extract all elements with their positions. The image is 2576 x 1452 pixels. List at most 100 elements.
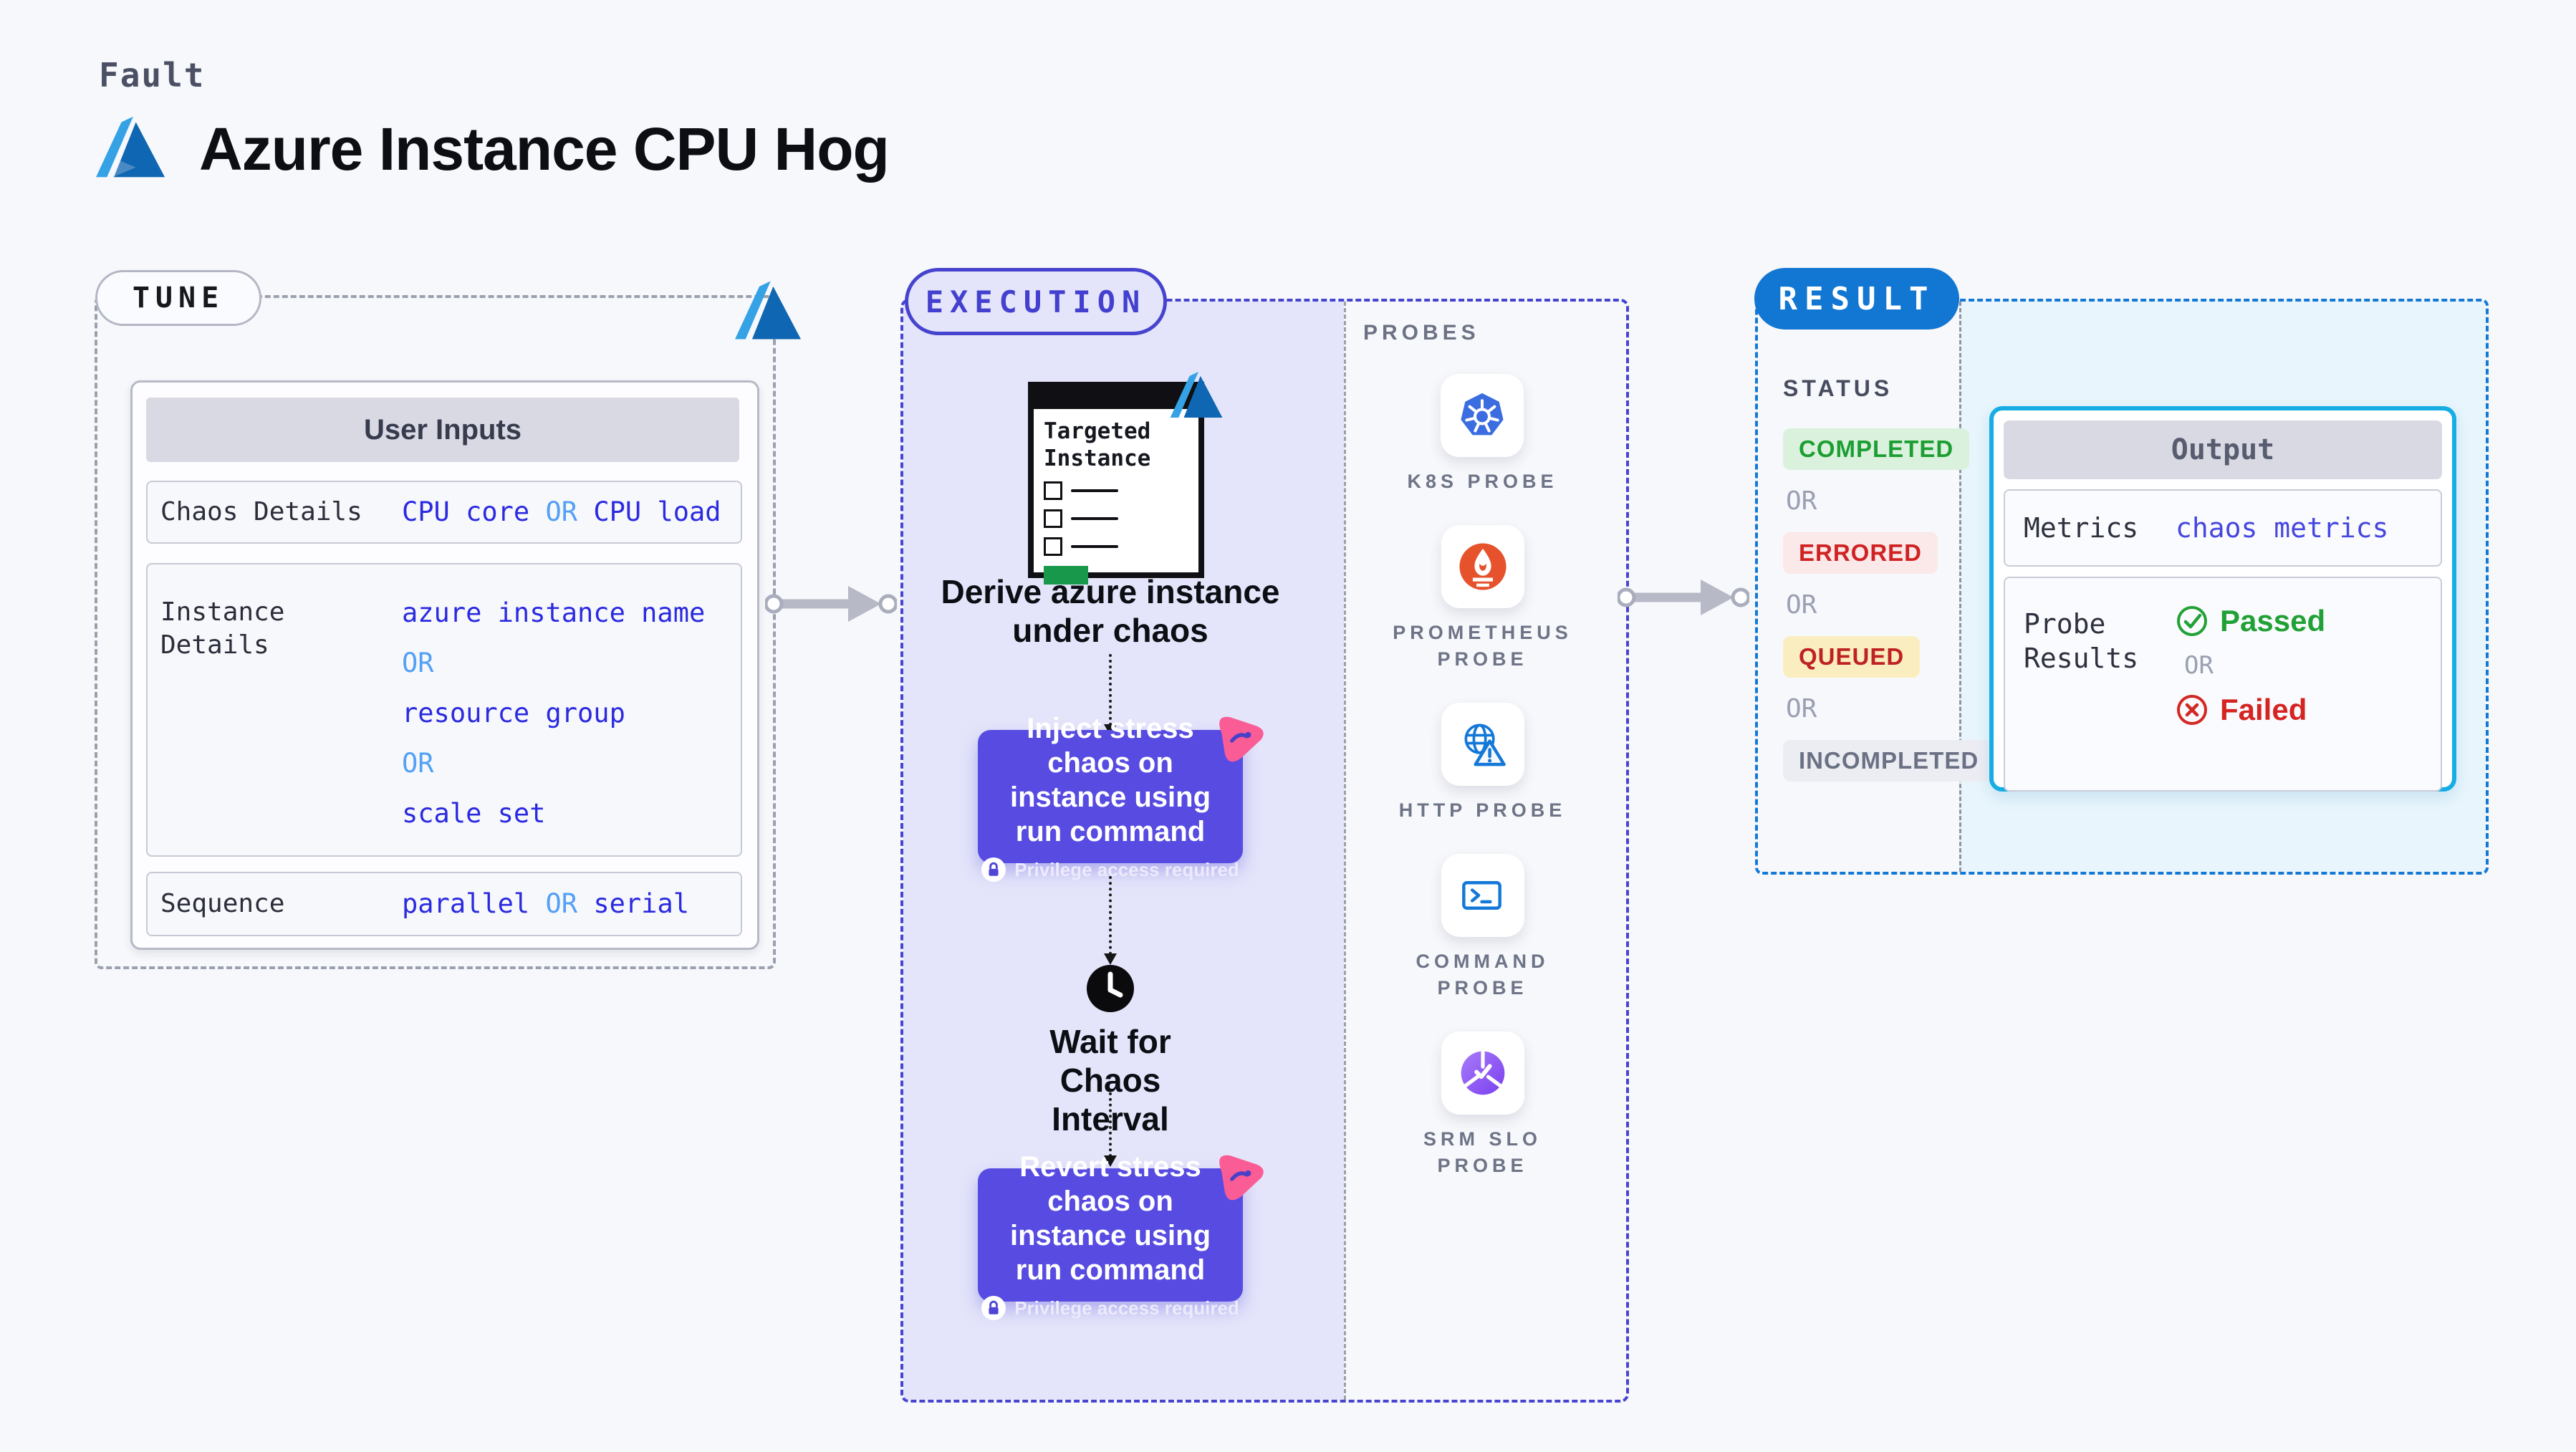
probes-title: PROBES — [1363, 321, 1480, 345]
failed-text: Failed — [2220, 693, 2307, 726]
sequence-row: Sequence parallel OR serial — [146, 872, 742, 936]
prometheus-icon — [1441, 525, 1524, 608]
probe-label: COMMAND PROBE — [1416, 951, 1549, 999]
probe-label: K8S PROBE — [1407, 471, 1558, 492]
passed-line: Passed — [2176, 604, 2325, 638]
probe-results-label: Probe Results — [2024, 608, 2139, 674]
metrics-value: chaos metrics — [2176, 512, 2389, 544]
targeted-instance-title: Targeted Instance — [1044, 418, 1151, 471]
output-card: Output Metrics chaos metrics Probe Resul… — [1989, 406, 2456, 792]
sequence-value-parallel: parallel — [402, 888, 530, 919]
probes-list: K8S PROBE PROMETHEUS PROBE — [1342, 374, 1623, 1179]
window-list-row — [1044, 481, 1188, 500]
status-column: STATUS COMPLETED OR ERRORED OR QUEUED OR… — [1783, 375, 1995, 782]
user-inputs-title: User Inputs — [146, 398, 739, 462]
litmus-chaos-sticker — [1210, 707, 1269, 766]
privilege-row: Privilege access required — [981, 857, 1239, 882]
probe-item-k8s: K8S PROBE — [1407, 374, 1557, 495]
window-title-bar — [1034, 388, 1198, 409]
clock-icon — [1085, 963, 1135, 1017]
probe-item-srm-slo: SRM SLO PROBE — [1375, 1032, 1590, 1179]
instance-or-1: OR — [402, 648, 434, 678]
probe-label: HTTP PROBE — [1398, 799, 1567, 821]
instance-value-scale-set: scale set — [402, 798, 546, 829]
x-circle-icon — [2177, 695, 2207, 725]
status-or: OR — [1786, 694, 1817, 723]
status-badge-errored: ERRORED — [1783, 532, 1938, 574]
status-badge-completed: COMPLETED — [1783, 428, 1970, 470]
sequence-value-serial: serial — [593, 888, 689, 919]
status-output-divider — [1959, 302, 1961, 872]
tune-to-execution-arrow — [764, 582, 898, 629]
progress-bar — [1044, 566, 1088, 585]
status-badge-queued: QUEUED — [1783, 636, 1921, 678]
litmus-chaos-sticker — [1210, 1145, 1269, 1204]
chaos-value-cpu-core: CPU core — [402, 496, 530, 527]
terminal-icon — [1441, 854, 1524, 937]
status-or: OR — [1786, 590, 1817, 620]
probe-item-prometheus: PROMETHEUS PROBE — [1375, 525, 1590, 673]
probe-item-command: COMMAND PROBE — [1375, 854, 1590, 1001]
check-circle-icon — [2177, 606, 2207, 636]
revert-chaos-text: Revert stress chaos on instance using ru… — [1009, 1151, 1211, 1286]
chaos-details-row: Chaos Details CPU core OR CPU load — [146, 481, 742, 544]
instance-value-name: azure instance name — [402, 597, 706, 628]
metrics-row: Metrics chaos metrics — [2004, 489, 2442, 567]
page-title: Azure Instance CPU Hog — [199, 115, 890, 183]
status-badge-incompleted: INCOMPLETED — [1783, 740, 1995, 782]
chaos-details-label: Chaos Details — [160, 497, 362, 527]
chaos-value-cpu-load: CPU load — [593, 496, 721, 527]
sequence-value-or: OR — [545, 888, 578, 919]
http-globe-warning-icon — [1441, 703, 1524, 786]
result-badge: RESULT — [1754, 268, 1959, 330]
probe-label: SRM SLO PROBE — [1423, 1128, 1542, 1176]
sequence-label: Sequence — [160, 889, 285, 918]
probe-item-http: HTTP PROBE — [1399, 703, 1567, 824]
instance-details-row: Instance Details azure instance name OR … — [146, 563, 742, 857]
execution-probes-divider — [1344, 302, 1346, 1400]
instance-value-resource-group: resource group — [402, 698, 625, 729]
probe-label: PROMETHEUS PROBE — [1393, 622, 1572, 670]
inject-chaos-text: Inject stress chaos on instance using ru… — [1009, 713, 1211, 847]
execution-to-result-arrow — [1616, 576, 1751, 622]
checkbox-icon — [1044, 509, 1062, 528]
kubernetes-icon — [1441, 374, 1524, 457]
tune-panel — [95, 295, 776, 969]
privilege-row: Privilege access required — [981, 1296, 1239, 1320]
checkbox-icon — [1044, 537, 1062, 556]
status-or: OR — [1786, 486, 1817, 516]
privilege-text: Privilege access required — [1014, 858, 1239, 880]
execution-badge: EXECUTION — [905, 268, 1167, 335]
window-list-row — [1044, 509, 1188, 528]
probe-results-values: Passed OR Failed — [2176, 578, 2325, 727]
window-list-row — [1044, 537, 1188, 556]
flow-down-arrow — [1104, 1092, 1117, 1167]
instance-details-values: azure instance name OR resource group OR… — [402, 597, 705, 830]
lock-icon — [981, 1296, 1006, 1320]
flow-down-arrow — [1104, 876, 1117, 965]
azure-corner-logo — [735, 281, 801, 343]
execution-panel: Targeted Instance Derive azure in — [900, 299, 1629, 1403]
lock-icon — [981, 857, 1006, 882]
derive-step-text: Derive azure instance under chaos — [941, 573, 1280, 649]
fault-eyebrow: Fault — [99, 56, 206, 95]
output-title: Output — [2004, 420, 2442, 479]
sequence-value: parallel OR serial — [402, 888, 689, 920]
probe-results-or: OR — [2184, 651, 2214, 680]
inject-chaos-node: Inject stress chaos on instance using ru… — [978, 713, 1243, 882]
revert-chaos-node: Revert stress chaos on instance using ru… — [978, 1151, 1243, 1320]
metrics-label: Metrics — [2024, 512, 2139, 544]
chaos-value-or: OR — [545, 496, 578, 527]
probe-results-row: Probe Results Passed OR Faile — [2004, 577, 2442, 792]
privilege-text: Privilege access required — [1014, 1297, 1239, 1319]
tune-badge: TUNE — [95, 270, 261, 326]
slo-gauge-icon — [1441, 1032, 1524, 1115]
instance-details-label: Instance Details — [160, 597, 285, 660]
azure-window-logo — [1170, 372, 1223, 421]
status-title: STATUS — [1783, 375, 1893, 401]
instance-or-2: OR — [402, 748, 434, 779]
checkbox-icon — [1044, 481, 1062, 500]
azure-logo — [96, 116, 165, 181]
failed-line: Failed — [2176, 693, 2325, 727]
